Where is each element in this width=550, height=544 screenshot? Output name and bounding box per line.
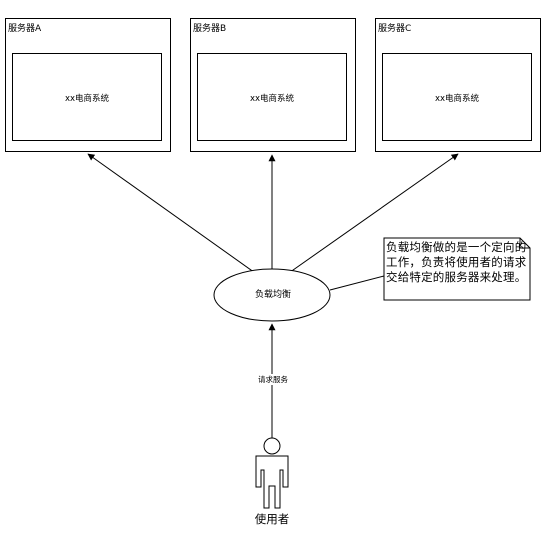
server-c-system-box: xx电商系统 bbox=[382, 53, 532, 141]
user-actor-icon bbox=[255, 437, 289, 509]
note-connector bbox=[329, 275, 385, 291]
note-text: 负载均衡做的是一个定向的 工作，负责将使用者的请求 交给特定的服务器来处理。 bbox=[386, 240, 528, 285]
server-b-system-label: xx电商系统 bbox=[249, 94, 295, 104]
note-line: 负载均衡做的是一个定向的 bbox=[386, 240, 527, 254]
server-c-box: 服务器C xx电商系统 bbox=[375, 18, 541, 152]
server-b-label: 服务器B bbox=[193, 24, 227, 34]
server-c-label: 服务器C bbox=[378, 24, 412, 34]
note-fold bbox=[519, 238, 530, 249]
arrow-to-server-c bbox=[285, 153, 459, 276]
user-label: 使用者 bbox=[254, 512, 290, 526]
server-a-system-box: xx电商系统 bbox=[12, 53, 162, 141]
request-label: 请求服务 bbox=[250, 374, 296, 385]
server-c-system-label: xx电商系统 bbox=[434, 94, 480, 104]
server-a-system-label: xx电商系统 bbox=[64, 94, 110, 104]
server-b-system-box: xx电商系统 bbox=[197, 53, 347, 141]
server-b-box: 服务器B xx电商系统 bbox=[190, 18, 356, 152]
server-a-box: 服务器A xx电商系统 bbox=[5, 18, 171, 152]
load-balancer-node bbox=[213, 268, 331, 322]
server-a-label: 服务器A bbox=[8, 24, 42, 34]
note-shape bbox=[383, 237, 531, 301]
note-line: 交给特定的服务器来处理。 bbox=[386, 270, 527, 284]
arrow-to-server-a bbox=[87, 153, 259, 276]
load-balancer-label: 负载均衡 bbox=[254, 290, 291, 300]
note-line: 工作，负责将使用者的请求 bbox=[386, 255, 527, 269]
